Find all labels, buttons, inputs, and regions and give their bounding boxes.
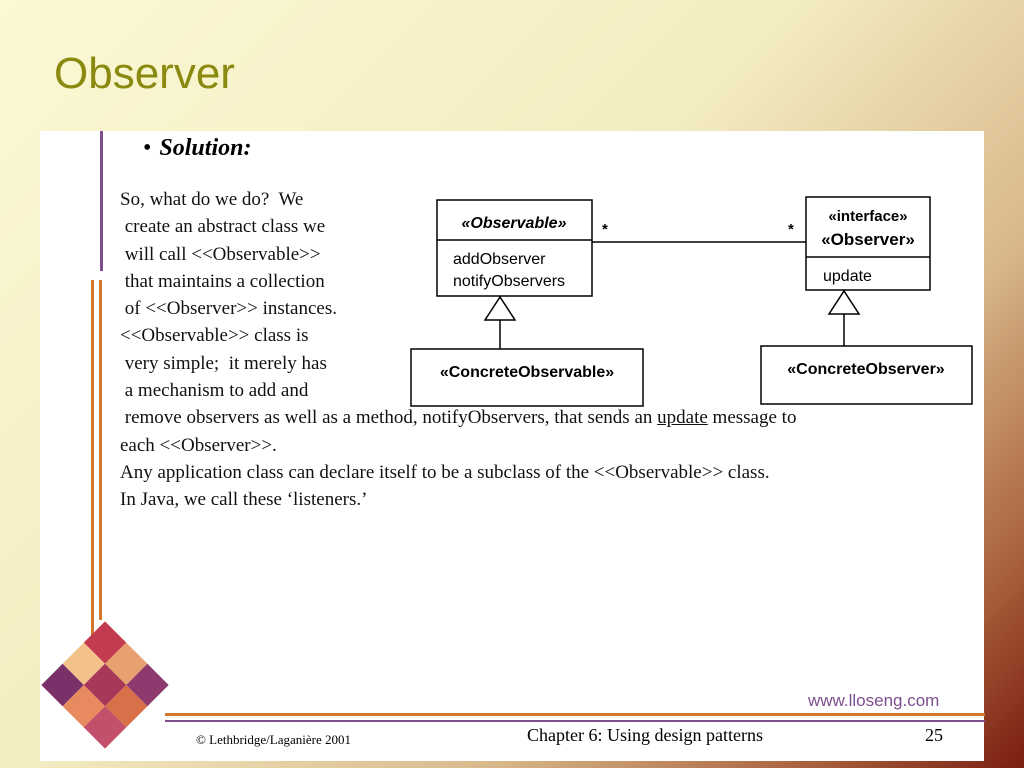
underlined-word: update bbox=[657, 407, 708, 429]
text-line: So, what do we do? We bbox=[120, 189, 304, 210]
text-line: will call <<Observable>> bbox=[120, 243, 321, 265]
text-line: Any application class can declare itself… bbox=[120, 461, 770, 483]
text-line: create an abstract class we bbox=[120, 216, 326, 238]
text-line: of <<Observer>> instances. bbox=[120, 298, 337, 320]
bullet-label: Solution: bbox=[159, 135, 252, 161]
page-number: 25 bbox=[925, 725, 943, 745]
body-text: So, what do we do? We create an abstract… bbox=[120, 186, 950, 514]
text-segment: message to bbox=[707, 407, 797, 429]
footer-divider-purple bbox=[165, 720, 985, 722]
website-link[interactable]: www.lloseng.com bbox=[808, 691, 940, 710]
bullet-dot-icon: • bbox=[143, 135, 152, 161]
copyright: © Lethbridge/Laganière 2001 bbox=[196, 732, 351, 747]
text-line-with-underline: remove observers as well as a method, no… bbox=[120, 404, 950, 431]
slide-title: Observer bbox=[54, 49, 235, 98]
text-line: a mechanism to add and bbox=[120, 380, 309, 402]
chapter-label: Chapter 6: Using design patterns bbox=[527, 725, 763, 745]
quilt-logo-icon bbox=[41, 621, 169, 749]
decor-line-purple bbox=[100, 131, 103, 271]
text-line: In Java, we call these ‘listeners.’ bbox=[120, 489, 368, 511]
text-line: <<Observable>> class is bbox=[120, 325, 309, 347]
decor-line-orange-2 bbox=[99, 280, 102, 620]
footer-divider-orange bbox=[165, 713, 985, 716]
bullet-solution: • Solution: bbox=[143, 135, 251, 162]
text-line: that maintains a collection bbox=[120, 270, 325, 292]
text-segment: remove observers as well as a method, no… bbox=[120, 407, 658, 429]
text-line: each <<Observer>>. bbox=[120, 434, 277, 456]
decor-line-orange-1 bbox=[91, 280, 94, 645]
text-line: very simple; it merely has bbox=[120, 352, 327, 374]
